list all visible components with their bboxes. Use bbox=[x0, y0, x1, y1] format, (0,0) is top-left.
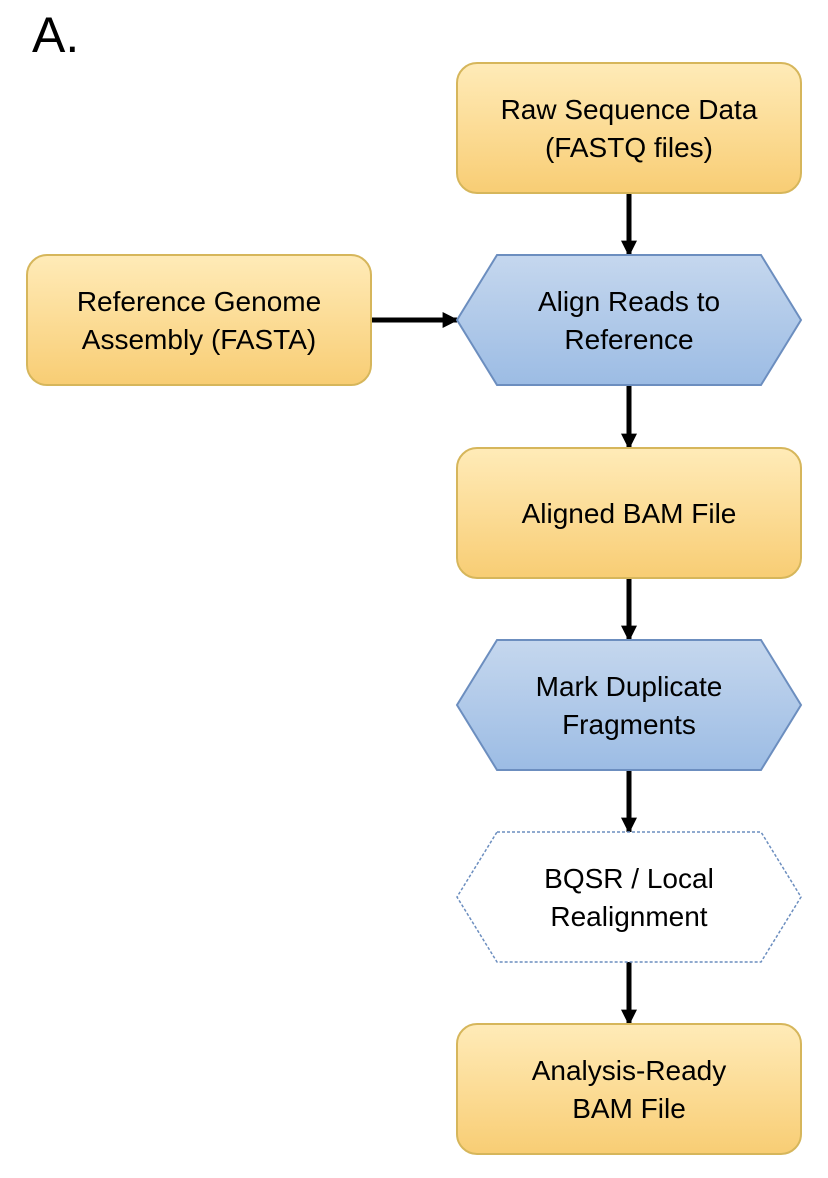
node-shape-hexagon bbox=[455, 639, 803, 771]
node-label-line: BAM File bbox=[572, 1093, 686, 1124]
node-shape-rounded-rect bbox=[456, 62, 802, 194]
node-label-line: Analysis-Ready bbox=[532, 1055, 727, 1086]
node-label-line: Reference Genome bbox=[77, 286, 321, 317]
node-label-line: Align Reads to bbox=[538, 286, 720, 317]
node-shape-rounded-rect bbox=[456, 1023, 802, 1155]
node-shape-hexagon bbox=[455, 254, 803, 386]
node-align: Align Reads to Reference bbox=[455, 254, 803, 386]
node-label-line: (FASTQ files) bbox=[545, 132, 713, 163]
node-label-line: Assembly (FASTA) bbox=[82, 324, 316, 355]
panel-label: A. bbox=[32, 7, 79, 63]
node-raw-data: Raw Sequence Data (FASTQ files) bbox=[456, 62, 802, 194]
node-shape-rounded-rect bbox=[26, 254, 372, 386]
node-aligned-bam: Aligned BAM File bbox=[456, 447, 802, 579]
node-label-line: Aligned BAM File bbox=[522, 498, 737, 529]
nodes-layer: Raw Sequence Data (FASTQ files) Reference … bbox=[26, 62, 803, 1155]
node-label-line: BQSR / Local bbox=[544, 863, 714, 894]
node-label-line: Reference bbox=[564, 324, 693, 355]
node-label-line: Raw Sequence Data bbox=[501, 94, 758, 125]
node-label-line: Mark Duplicate bbox=[536, 671, 723, 702]
node-shape-hexagon bbox=[456, 831, 802, 963]
node-shape-rounded-rect bbox=[456, 447, 802, 579]
node-label-line: Realignment bbox=[550, 901, 707, 932]
edges-layer bbox=[371, 193, 638, 1026]
node-label-line: Fragments bbox=[562, 709, 696, 740]
